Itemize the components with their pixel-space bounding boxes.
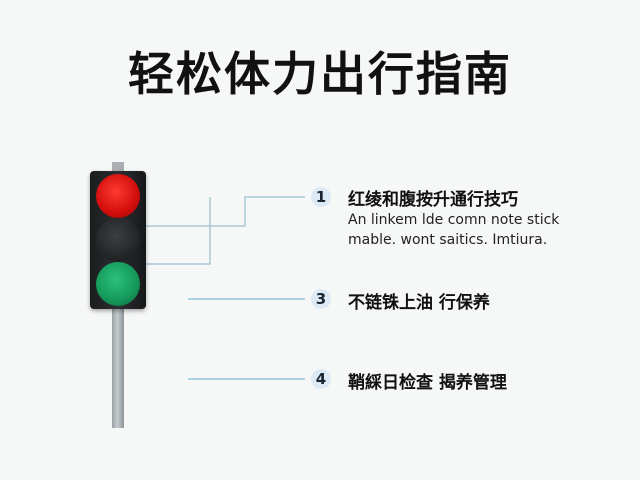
item-title-1: 红绫和腹按升通行技巧 [348,190,518,210]
connector-line-2 [146,197,211,265]
item-number-badge-1: 1 [311,187,331,207]
item-number-badge-2: 3 [311,289,331,309]
item-desc-1-line2: mable. wont saitics. Imtiura. [348,232,548,248]
item-title-3: 鞘綵日检查 揭养管理 [348,373,507,393]
amber-light-off-icon [96,218,140,262]
page-title: 轻松体力出行指南 [128,47,512,101]
item-title-2: 不链铢上油 行保养 [348,293,490,313]
red-light-icon [96,174,140,218]
item-number-badge-3: 4 [311,369,331,389]
item-desc-1-line1: An linkem lde comn note stick [348,212,560,228]
green-light-icon [96,262,140,306]
traffic-light-housing [90,171,146,309]
traffic-light-pole [112,300,124,428]
connector-line-1 [146,196,305,227]
